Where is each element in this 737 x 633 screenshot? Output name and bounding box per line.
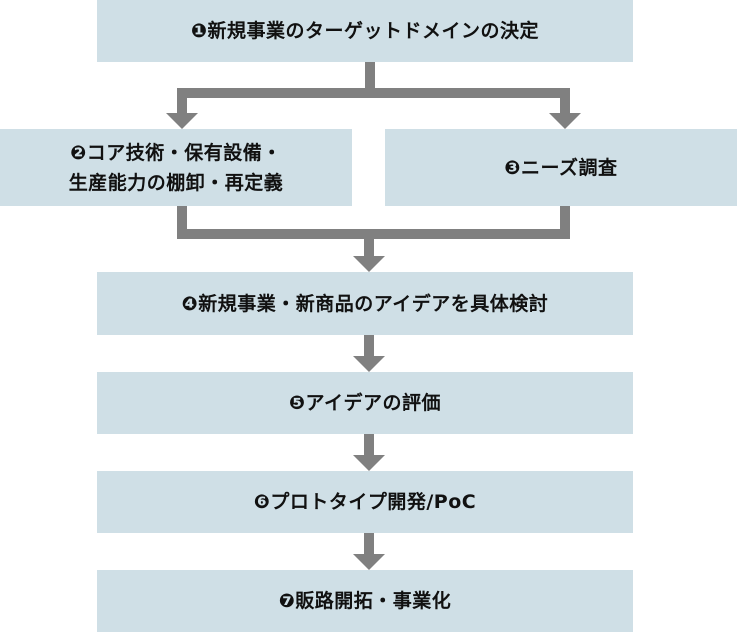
step-2-label: ❷コア技術・保有設備・ 生産能力の棚卸・再定義 (68, 141, 284, 194)
step-1-label: ❶新規事業のターゲットドメインの決定 (190, 20, 540, 42)
step-1-box: ❶新規事業のターゲットドメインの決定 (97, 0, 633, 62)
arrow-down-icon (353, 554, 385, 570)
step-5-box: ❺アイデアの評価 (97, 372, 633, 434)
arrow-down-icon (353, 256, 385, 272)
connector-line (365, 62, 375, 98)
arrow-down-icon (353, 356, 385, 372)
connector-line (364, 229, 374, 257)
step-6-label: ❻プロトタイプ開発/PoC (253, 491, 477, 513)
arrow-down-icon (353, 455, 385, 471)
connector-line (177, 88, 570, 98)
step-4-label: ❹新規事業・新商品のアイデアを具体検討 (181, 292, 549, 315)
arrow-down-icon (166, 113, 198, 129)
step-2-box: ❷コア技術・保有設備・ 生産能力の棚卸・再定義 (0, 129, 352, 206)
step-3-label: ❸ニーズ調査 (504, 156, 618, 179)
connector-line (364, 533, 374, 555)
connector-line (177, 206, 187, 239)
step-5-label: ❺アイデアの評価 (288, 392, 442, 414)
connector-line (177, 88, 187, 114)
connector-line (560, 88, 570, 114)
step-3-box: ❸ニーズ調査 (385, 129, 737, 206)
connector-line (364, 434, 374, 456)
step-4-box: ❹新規事業・新商品のアイデアを具体検討 (97, 272, 633, 335)
step-7-label: ❼販路開拓・事業化 (278, 590, 452, 612)
connector-line (560, 206, 570, 239)
arrow-down-icon (549, 113, 581, 129)
connector-line (364, 335, 374, 357)
step-6-box: ❻プロトタイプ開発/PoC (97, 471, 633, 533)
step-7-box: ❼販路開拓・事業化 (97, 570, 633, 632)
